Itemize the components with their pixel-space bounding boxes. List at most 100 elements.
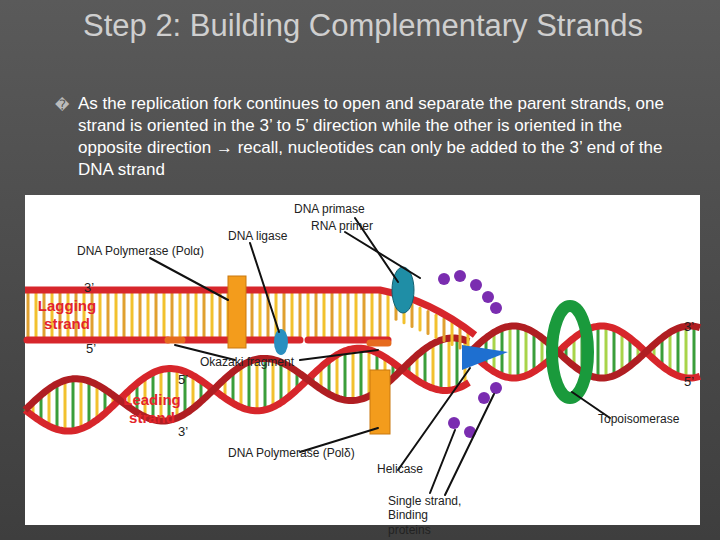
helicase: [462, 345, 508, 370]
body-text: As the replication fork continues to ope…: [78, 93, 688, 181]
base-pair-rung: [363, 290, 366, 338]
base-pair-rung: [419, 308, 422, 330]
base-pair-rung: [155, 290, 158, 338]
base-pair-rung: [517, 326, 520, 377]
part-label: Single strand, Binding proteins: [388, 494, 470, 537]
leader-line: [430, 430, 455, 493]
base-pair-rung: [115, 290, 118, 338]
base-pair-rung: [96, 385, 99, 420]
base-pair-rung: [211, 290, 214, 338]
base-pair-rung: [64, 380, 67, 431]
part-label: Okazaki fragment: [200, 355, 330, 369]
dna-backbone: [25, 338, 469, 421]
end-label: 5’: [86, 341, 116, 357]
rna-primer: [168, 337, 182, 344]
base-pair-rung: [347, 290, 350, 338]
base-pair-rung: [307, 290, 310, 338]
base-pair-rung: [424, 349, 427, 385]
base-pair-rung: [371, 290, 374, 338]
part-label: RNA primer: [311, 219, 421, 233]
base-pair-rung: [443, 319, 446, 341]
base-pair-rung: [123, 290, 126, 338]
base-pair-rung: [360, 348, 363, 399]
base-pair-rung: [187, 290, 190, 338]
base-pair-rung: [259, 290, 262, 338]
base-pair-rung: [163, 290, 166, 338]
base-pair-rung: [251, 290, 254, 338]
base-pair-rung: [56, 384, 59, 430]
base-pair-rung: [432, 344, 435, 389]
part-label: DNA primase: [294, 202, 404, 216]
part-label: DNA Polymerase (Polδ): [228, 446, 398, 460]
base-pair-rung: [179, 290, 182, 338]
base-pair-rung: [131, 290, 134, 338]
base-pair-rung: [613, 328, 616, 375]
binding-protein: [448, 417, 460, 429]
binding-protein: [454, 270, 466, 282]
base-pair-rung: [315, 290, 318, 338]
end-label: 3’: [684, 319, 714, 335]
base-pair-rung: [331, 290, 334, 338]
base-pair-rung: [80, 379, 83, 429]
okazaki-segment: [308, 337, 388, 344]
base-pair-rung: [427, 312, 430, 334]
dna-backbone: [25, 348, 469, 431]
base-pair-rung: [339, 290, 342, 338]
base-pair-rung: [147, 290, 150, 338]
binding-protein: [482, 291, 494, 303]
base-pair-rung: [533, 332, 536, 371]
base-pair-rung: [48, 389, 51, 426]
strand-label: Leading strand: [118, 391, 186, 427]
base-pair-rung: [107, 290, 110, 338]
end-label: 3’: [84, 280, 114, 296]
base-pair-rung: [677, 328, 680, 375]
base-pair-rung: [323, 290, 326, 338]
base-pair-rung: [669, 332, 672, 371]
polymerase-alpha: [228, 276, 246, 348]
base-pair-rung: [435, 315, 438, 337]
base-pair-rung: [299, 290, 302, 338]
binding-protein: [490, 382, 502, 394]
base-pair-rung: [459, 326, 462, 348]
base-pair-rung: [379, 290, 382, 338]
base-pair-rung: [35, 290, 38, 338]
dna-primase: [392, 267, 414, 313]
base-pair-rung: [440, 340, 443, 390]
end-label: 3’: [178, 424, 208, 440]
slide-title: Step 2: Building Complementary Strands: [83, 8, 663, 44]
base-pair-rung: [355, 290, 358, 338]
base-pair-rung: [291, 290, 294, 338]
part-label: Helicase: [377, 462, 457, 476]
leader-line: [150, 258, 228, 300]
bullet: �: [55, 97, 75, 114]
okazaki-segment: [27, 337, 168, 344]
leader-line: [445, 394, 494, 495]
base-pair-rung: [352, 349, 355, 401]
strand-label: Lagging strand: [33, 297, 101, 333]
topoisomerase: [552, 306, 588, 398]
base-pair-rung: [525, 328, 528, 375]
base-pair-rung: [509, 326, 512, 377]
leader-line: [250, 243, 279, 332]
polymerase-delta: [370, 370, 390, 434]
base-pair-rung: [597, 326, 600, 377]
base-pair-rung: [621, 332, 624, 371]
leader-line: [398, 368, 470, 470]
end-label: 5’: [178, 372, 208, 388]
binding-protein: [438, 273, 450, 285]
base-pair-rung: [456, 338, 459, 388]
base-pair-rung: [27, 290, 30, 338]
dna-ligase: [274, 329, 288, 355]
base-pair-rung: [344, 351, 347, 400]
base-pair-rung: [171, 290, 174, 338]
base-pair-rung: [411, 304, 414, 326]
base-pair-rung: [387, 294, 390, 338]
base-pair-rung: [605, 326, 608, 377]
leader-line: [300, 350, 378, 360]
part-label: Topoisomerase: [598, 412, 698, 426]
binding-protein: [490, 302, 502, 314]
end-label: 5’: [684, 374, 714, 390]
base-pair-rung: [336, 355, 339, 398]
